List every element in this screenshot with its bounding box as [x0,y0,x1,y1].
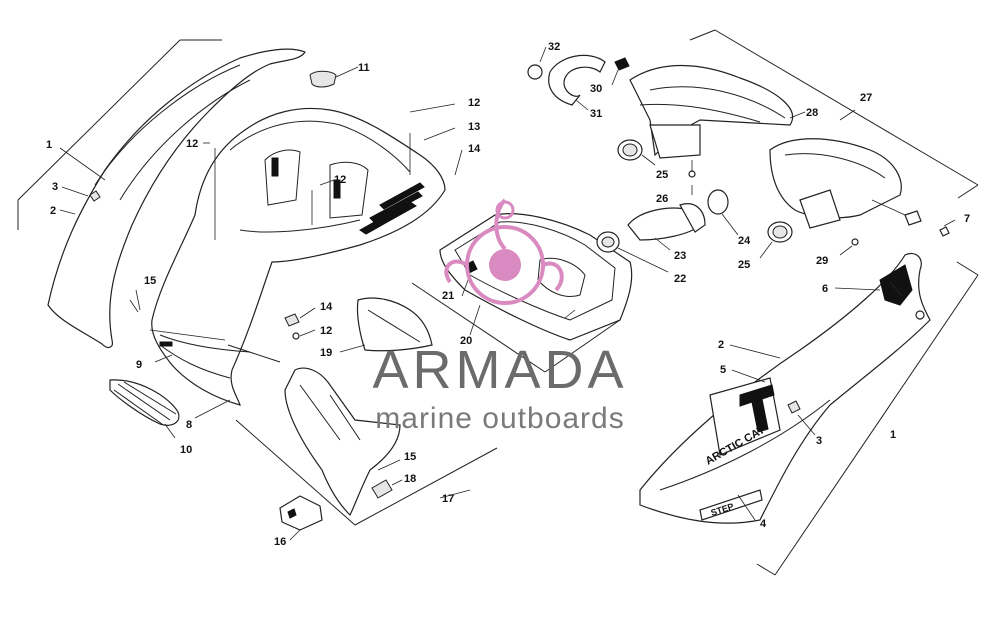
callout-6: 6 [822,283,828,295]
callout-11: 11 [358,62,370,74]
small-hardware [129,299,316,340]
callout-12-d: 12 [320,325,332,337]
callout-3-right: 3 [816,435,822,447]
callout-1-left: 1 [46,139,52,151]
windshield [339,297,433,353]
callout-12-c: 12 [334,174,346,186]
callout-8: 8 [186,419,192,431]
air-box [411,213,633,373]
callout-15-b: 15 [404,451,416,463]
callout-2-right: 2 [718,339,724,351]
callout-17: 17 [442,493,454,505]
intake-hose [527,46,630,111]
watermark-tagline: marine outboards [375,402,624,435]
watermark-logo [444,198,564,305]
callout-4: 4 [760,518,767,530]
callout-12-b: 12 [468,97,480,109]
callout-22: 22 [674,273,686,285]
callout-24: 24 [738,235,751,247]
watermark-brand: ARMADA [372,340,627,400]
callout-30: 30 [590,83,602,95]
callout-20: 20 [460,335,472,347]
callout-2-left: 2 [50,205,56,217]
grille [109,289,231,439]
callout-27: 27 [860,92,872,104]
callout-15-a: 15 [144,275,156,287]
callout-10: 10 [180,444,192,456]
callout-14-a: 14 [468,143,481,155]
callout-31: 31 [590,108,602,120]
callout-18: 18 [404,473,416,485]
callout-26: 26 [656,193,668,205]
callout-19: 19 [320,347,332,359]
callout-23: 23 [674,250,686,262]
callout-7: 7 [964,213,970,225]
callout-9: 9 [136,359,142,371]
air-duct [629,29,979,256]
callout-labels: 1 3 2 11 12 12 13 14 12 15 14 12 19 9 8 … [46,41,970,548]
callout-32: 32 [548,41,560,53]
callout-16: 16 [274,536,286,548]
callout-1-right: 1 [890,429,896,441]
callout-21: 21 [442,290,454,302]
left-side-panel [17,39,306,349]
callout-28: 28 [806,107,818,119]
callout-3-left: 3 [52,181,58,193]
callout-5: 5 [720,364,726,376]
lower-front-panel [227,344,498,541]
right-side-panel: ARCTIC CAT STEP [639,219,979,576]
callout-13: 13 [468,121,480,133]
callout-14-b: 14 [320,301,333,313]
callout-29: 29 [816,255,828,267]
callout-25-b: 25 [738,259,750,271]
callout-25-a: 25 [656,169,668,181]
callout-12-a: 12 [186,138,198,150]
hood-assembly [151,66,463,406]
intake-rings [596,139,793,273]
